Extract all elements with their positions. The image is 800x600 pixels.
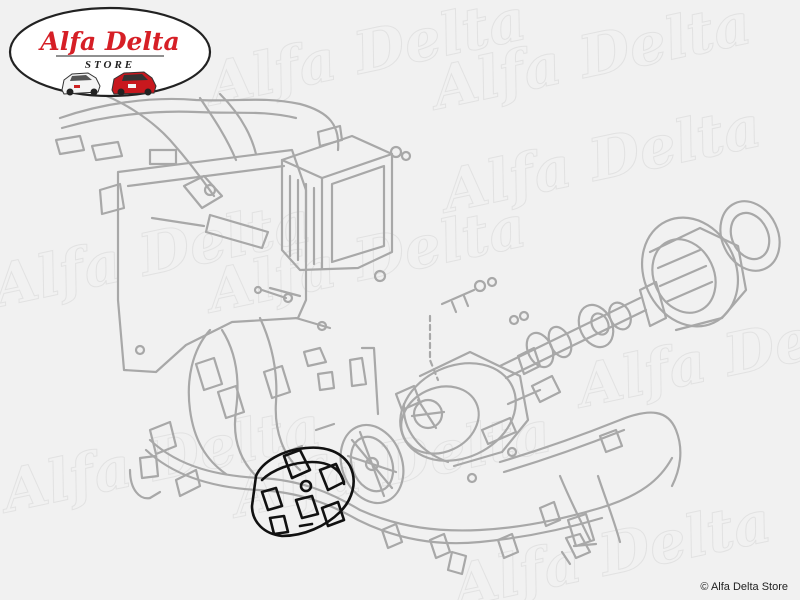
voltage-regulator	[280, 124, 412, 283]
small-hardware	[253, 276, 542, 484]
alternator	[394, 350, 562, 468]
cooling-fan	[339, 423, 405, 505]
white-car-icon	[61, 72, 101, 96]
logo-subtitle-text: STORE	[85, 59, 135, 71]
rotor-housing	[638, 200, 781, 332]
spark-plug	[560, 532, 598, 566]
ignition-lead-harness	[128, 316, 682, 576]
drive-shaft-assembly	[498, 296, 648, 380]
upper-wiring-harness	[54, 90, 340, 216]
distributor-highlighted	[250, 446, 355, 538]
red-car-icon	[111, 71, 157, 96]
logo-brand-text: Alfa Delta	[38, 27, 179, 56]
alfa-delta-store-logo: Alfa Delta STORE	[8, 6, 212, 98]
mounting-plate	[116, 148, 308, 374]
copyright-notice: © Alfa Delta Store	[700, 581, 788, 593]
